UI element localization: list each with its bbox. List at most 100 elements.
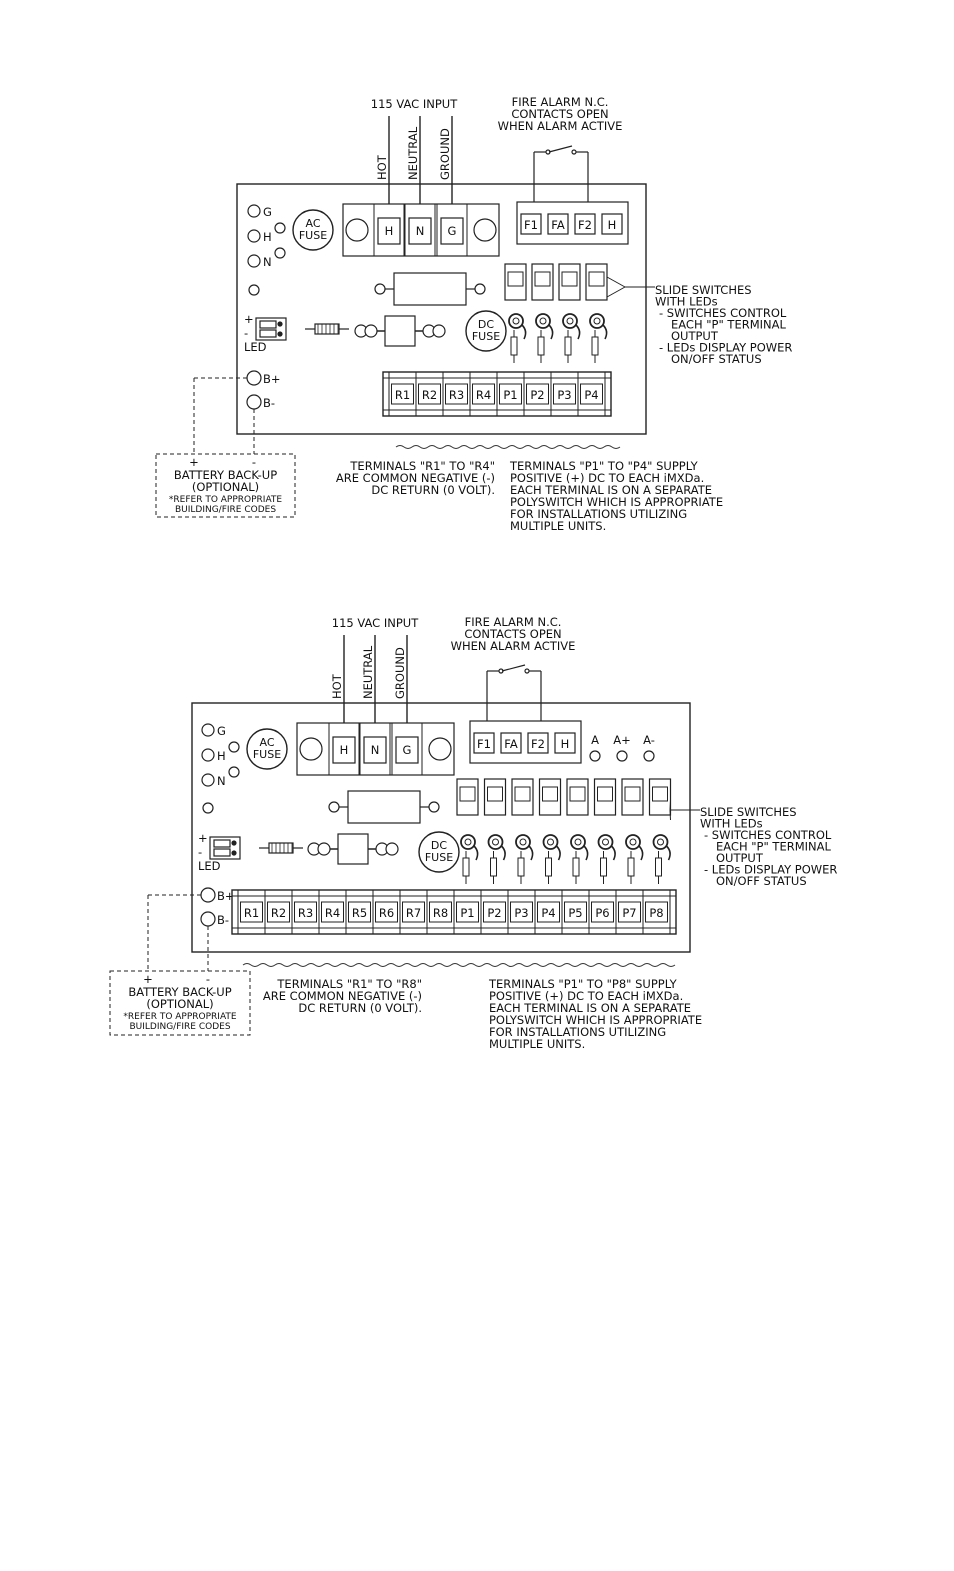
polyswitch-1	[462, 857, 470, 877]
output-terminal-p4	[580, 383, 603, 405]
battery-optional-label: (OPTIONAL)	[146, 997, 213, 1011]
led-sign-minus: -	[244, 326, 248, 340]
switch-callout-leader	[669, 809, 671, 821]
aux-terminal-label: A+	[613, 733, 631, 747]
mains-screw-right	[428, 737, 452, 761]
status-led-core-3	[566, 317, 574, 325]
resistor-pad-left	[328, 801, 340, 813]
output-terminal-r1	[391, 383, 414, 405]
pad-h	[247, 229, 261, 243]
output-terminal-label: R7	[406, 906, 421, 920]
slide-switch-knob-3	[561, 271, 578, 287]
output-terminal-label: P2	[530, 388, 544, 402]
supply-terminal-note: POSITIVE (+) DC TO EACH iMXDa.	[489, 989, 683, 1003]
mounting-pad	[248, 284, 260, 296]
wire-label-neutral: NEUTRAL	[406, 126, 420, 180]
status-led-core-1	[464, 838, 472, 846]
aux-terminal-label: A	[591, 733, 599, 747]
switch-callout-text: WITH LEDs	[700, 817, 763, 831]
led-pin-dot	[231, 850, 237, 856]
choke-pad	[317, 842, 331, 856]
battery-optional-label: (OPTIONAL)	[192, 480, 259, 494]
return-terminal-note: DC RETURN (0 VOLT).	[371, 483, 495, 497]
wire-label-neutral: NEUTRAL	[361, 645, 375, 699]
supply-terminal-note: TERMINALS "P1" TO "P4" SUPPLY	[509, 459, 699, 473]
return-terminal-note: ARE COMMON NEGATIVE (-)	[263, 989, 422, 1003]
fire-terminal-fa	[547, 213, 569, 235]
output-terminal-label: P7	[622, 906, 636, 920]
status-led-core-3	[519, 838, 527, 846]
led-lead	[521, 324, 527, 340]
fire-terminal-f1	[473, 732, 495, 754]
battery-code-note: *REFER TO APPROPRIATE	[169, 495, 282, 505]
switch-callout-leader	[606, 276, 626, 288]
output-terminal-p2	[526, 383, 549, 405]
led-pin-dot	[231, 840, 237, 846]
wire-label-ground: GROUND	[438, 128, 452, 180]
pad-secondary	[274, 247, 286, 259]
led-pin-bottom	[259, 329, 277, 338]
fire-terminal-fa	[500, 732, 522, 754]
contact-point-right	[524, 668, 530, 674]
polyswitch-2	[490, 857, 497, 877]
output-terminal-label: P2	[487, 906, 501, 920]
switch-callout-text: - LEDs DISPLAY POWER	[704, 863, 837, 877]
dc-fuse-label: FUSE	[425, 851, 453, 864]
mains-terminal-n	[363, 736, 387, 764]
polyswitch-3	[517, 857, 525, 877]
dc-fuse	[465, 310, 507, 352]
output-terminal-p3	[510, 901, 533, 923]
battery-terminal-label: B-	[263, 396, 275, 410]
dc-fuse-label: DC	[478, 318, 494, 331]
battery-terminal-label: B+	[217, 889, 235, 903]
battery-terminal-minus	[200, 911, 216, 927]
small-resistor	[314, 323, 340, 335]
mains-screw-left	[345, 218, 369, 242]
pad-label-h: H	[217, 749, 226, 763]
output-terminal-label: R3	[449, 388, 464, 402]
slide-switch-knob-2	[487, 786, 503, 802]
battery-sign-minus: -	[206, 972, 210, 986]
status-led-core-8	[657, 838, 664, 846]
switch-callout-text: OUTPUT	[716, 851, 764, 865]
fire-terminal-label: F1	[524, 218, 538, 232]
output-terminal-label: P8	[649, 906, 663, 920]
wire-label-ground: GROUND	[393, 647, 407, 699]
status-led-core-5	[574, 838, 582, 846]
pad-label-g: G	[263, 205, 272, 219]
led-lead	[555, 845, 561, 861]
pad-secondary	[228, 741, 240, 753]
switch-callout-text: WITH LEDs	[655, 295, 718, 309]
choke	[337, 833, 369, 865]
battery-backup-box	[109, 970, 251, 1036]
battery-sign-plus: +	[189, 455, 199, 469]
output-terminal-r8	[429, 901, 452, 923]
battery-backup-label: BATTERY BACK-UP	[174, 468, 277, 482]
fire-alarm-label: FIRE ALARM N.C.	[512, 95, 609, 109]
output-terminal-label: P1	[460, 906, 474, 920]
fire-terminal-h	[601, 213, 623, 235]
output-terminal-label: R2	[271, 906, 286, 920]
battery-backup-label: BATTERY BACK-UP	[128, 985, 231, 999]
switch-callout-text: EACH "P" TERMINAL	[671, 318, 786, 332]
led-pin-top	[213, 839, 231, 848]
fire-alarm-label: WHEN ALARM ACTIVE	[498, 119, 623, 133]
mains-terminal-g	[440, 217, 464, 245]
output-terminal-p1	[499, 383, 522, 405]
output-terminal-r6	[375, 901, 398, 923]
led-lead	[528, 845, 534, 861]
battery-code-note: *REFER TO APPROPRIATE	[123, 1012, 236, 1022]
output-terminal-label: P3	[557, 388, 571, 402]
dc-fuse-label: DC	[431, 839, 447, 852]
polyswitch-6	[600, 857, 607, 877]
output-terminal-label: R6	[379, 906, 394, 920]
fire-terminal-label: F2	[531, 737, 545, 751]
choke-pad	[364, 324, 378, 338]
return-terminal-note: TERMINALS "R1" TO "R8"	[276, 977, 422, 991]
mains-terminal-h	[377, 217, 401, 245]
choke	[384, 315, 416, 347]
terminal-group-bracket	[242, 963, 676, 967]
mains-terminal-label: G	[403, 743, 412, 757]
supply-terminal-note: TERMINALS "P1" TO "P8" SUPPLY	[488, 977, 678, 991]
